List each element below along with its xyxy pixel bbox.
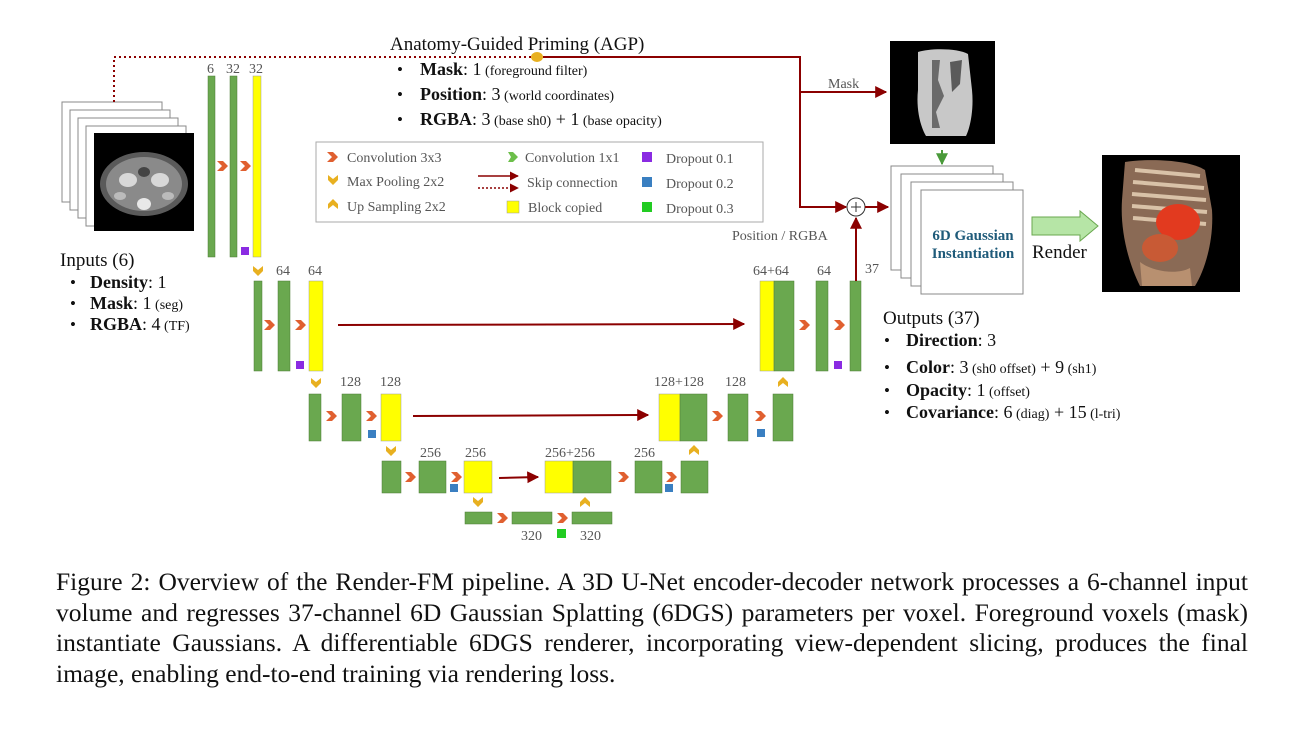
svg-text:6D Gaussian: 6D Gaussian — [932, 228, 1014, 244]
svg-text:128: 128 — [340, 375, 361, 390]
agp-title: Anatomy-Guided Priming (AGP) — [390, 34, 644, 55]
block-32a — [229, 75, 238, 258]
svg-text:128: 128 — [380, 375, 401, 390]
outputs-list: Outputs (37) • Direction: 3 • Color: 3 (… — [883, 308, 1121, 422]
svg-text:64: 64 — [308, 264, 322, 279]
encoder-level-4: 256 256 — [381, 446, 540, 507]
bottleneck: 320 320 — [464, 497, 613, 544]
input-volume-stack — [61, 101, 194, 231]
decoder-level-2: 64+64 64 37 — [753, 216, 879, 372]
svg-text:Block copied: Block copied — [528, 201, 602, 216]
agp-item: Mask: 1 (foreground filter) — [420, 59, 588, 79]
mask-label: Mask — [828, 77, 859, 92]
block-6 — [207, 75, 216, 258]
encoder-level-2: 64 64 — [253, 264, 746, 388]
svg-text:•: • — [884, 358, 890, 377]
encoder-level-3: 128 128 — [308, 375, 650, 456]
render-step: Render — [1031, 209, 1099, 263]
svg-text:64: 64 — [817, 264, 831, 279]
mask-image — [890, 41, 995, 166]
svg-text:320: 320 — [521, 529, 542, 544]
svg-text:Dropout 0.3: Dropout 0.3 — [666, 202, 734, 217]
inputs-item: RGBA: 4 (TF) — [90, 314, 190, 334]
block-32b — [252, 75, 262, 258]
svg-text:Instantiation: Instantiation — [932, 246, 1015, 262]
svg-text:256: 256 — [420, 446, 441, 461]
encoder-level-1: 6 32 32 — [207, 62, 263, 276]
svg-text:•: • — [70, 315, 76, 334]
outputs-item: Covariance: 6 (diag) + 15 (l-tri) — [906, 402, 1121, 422]
svg-text:Max Pooling 2x2: Max Pooling 2x2 — [347, 175, 444, 190]
svg-text:256: 256 — [634, 446, 655, 461]
svg-text:Convolution 1x1: Convolution 1x1 — [525, 151, 620, 166]
svg-text:Dropout 0.1: Dropout 0.1 — [666, 152, 734, 167]
agp-item: RGBA: 3 (base sh0) + 1 (base opacity) — [420, 109, 662, 129]
agp-path — [113, 52, 888, 213]
ct-slice-image — [94, 133, 194, 231]
svg-text:•: • — [884, 381, 890, 400]
svg-text:•: • — [70, 294, 76, 313]
svg-text:32: 32 — [226, 62, 240, 77]
gaussian-stack: 6D Gaussian Instantiation — [890, 165, 1024, 295]
svg-text:•: • — [884, 403, 890, 422]
svg-text:•: • — [70, 273, 76, 292]
svg-text:256+256: 256+256 — [545, 446, 595, 461]
position-rgba-label: Position / RGBA — [732, 229, 829, 244]
svg-text:Convolution 3x3: Convolution 3x3 — [347, 151, 442, 166]
svg-text:•: • — [884, 331, 890, 350]
merge-node: Position / RGBA Mask — [732, 77, 890, 244]
svg-text:6: 6 — [207, 62, 214, 77]
inputs-list: Inputs (6) • Density: 1 • Mask: 1 (seg) … — [60, 250, 190, 334]
outputs-item: Direction: 3 — [906, 330, 996, 350]
inputs-item: Density: 1 — [90, 272, 167, 292]
outputs-item: Color: 3 (sh0 offset) + 9 (sh1) — [906, 357, 1097, 377]
decoder-level-3: 128+128 128 — [654, 375, 794, 442]
svg-text:•: • — [397, 60, 403, 79]
decoder-level-4: 256+256 256 — [544, 445, 709, 494]
svg-text:256: 256 — [465, 446, 486, 461]
svg-text:Dropout 0.2: Dropout 0.2 — [666, 177, 734, 192]
svg-text:•: • — [397, 110, 403, 129]
render-label: Render — [1032, 242, 1088, 263]
svg-text:320: 320 — [580, 529, 601, 544]
svg-text:128: 128 — [725, 375, 746, 390]
rendered-image — [1102, 155, 1240, 292]
outputs-item: Opacity: 1 (offset) — [906, 380, 1030, 400]
inputs-item: Mask: 1 (seg) — [90, 293, 183, 313]
svg-text:64: 64 — [276, 264, 290, 279]
outputs-title: Outputs (37) — [883, 308, 980, 329]
svg-text:128+128: 128+128 — [654, 375, 704, 390]
agp-item: Position: 3 (world coordinates) — [420, 84, 614, 104]
svg-text:Skip connection: Skip connection — [527, 176, 618, 191]
inputs-title: Inputs (6) — [60, 250, 134, 271]
svg-text:64+64: 64+64 — [753, 264, 789, 279]
agp-list: Anatomy-Guided Priming (AGP) • Mask: 1 (… — [390, 34, 662, 129]
legend: Convolution 3x3 Convolution 1x1 Dropout … — [315, 141, 764, 223]
svg-text:37: 37 — [865, 262, 879, 277]
svg-text:Up Sampling 2x2: Up Sampling 2x2 — [347, 200, 446, 215]
figure-caption: Figure 2: Overview of the Render-FM pipe… — [56, 567, 1248, 688]
svg-text:•: • — [397, 85, 403, 104]
svg-text:32: 32 — [249, 62, 263, 77]
agp-node — [531, 52, 543, 62]
pipeline-diagram: Inputs (6) • Density: 1 • Mask: 1 (seg) … — [60, 34, 1240, 544]
